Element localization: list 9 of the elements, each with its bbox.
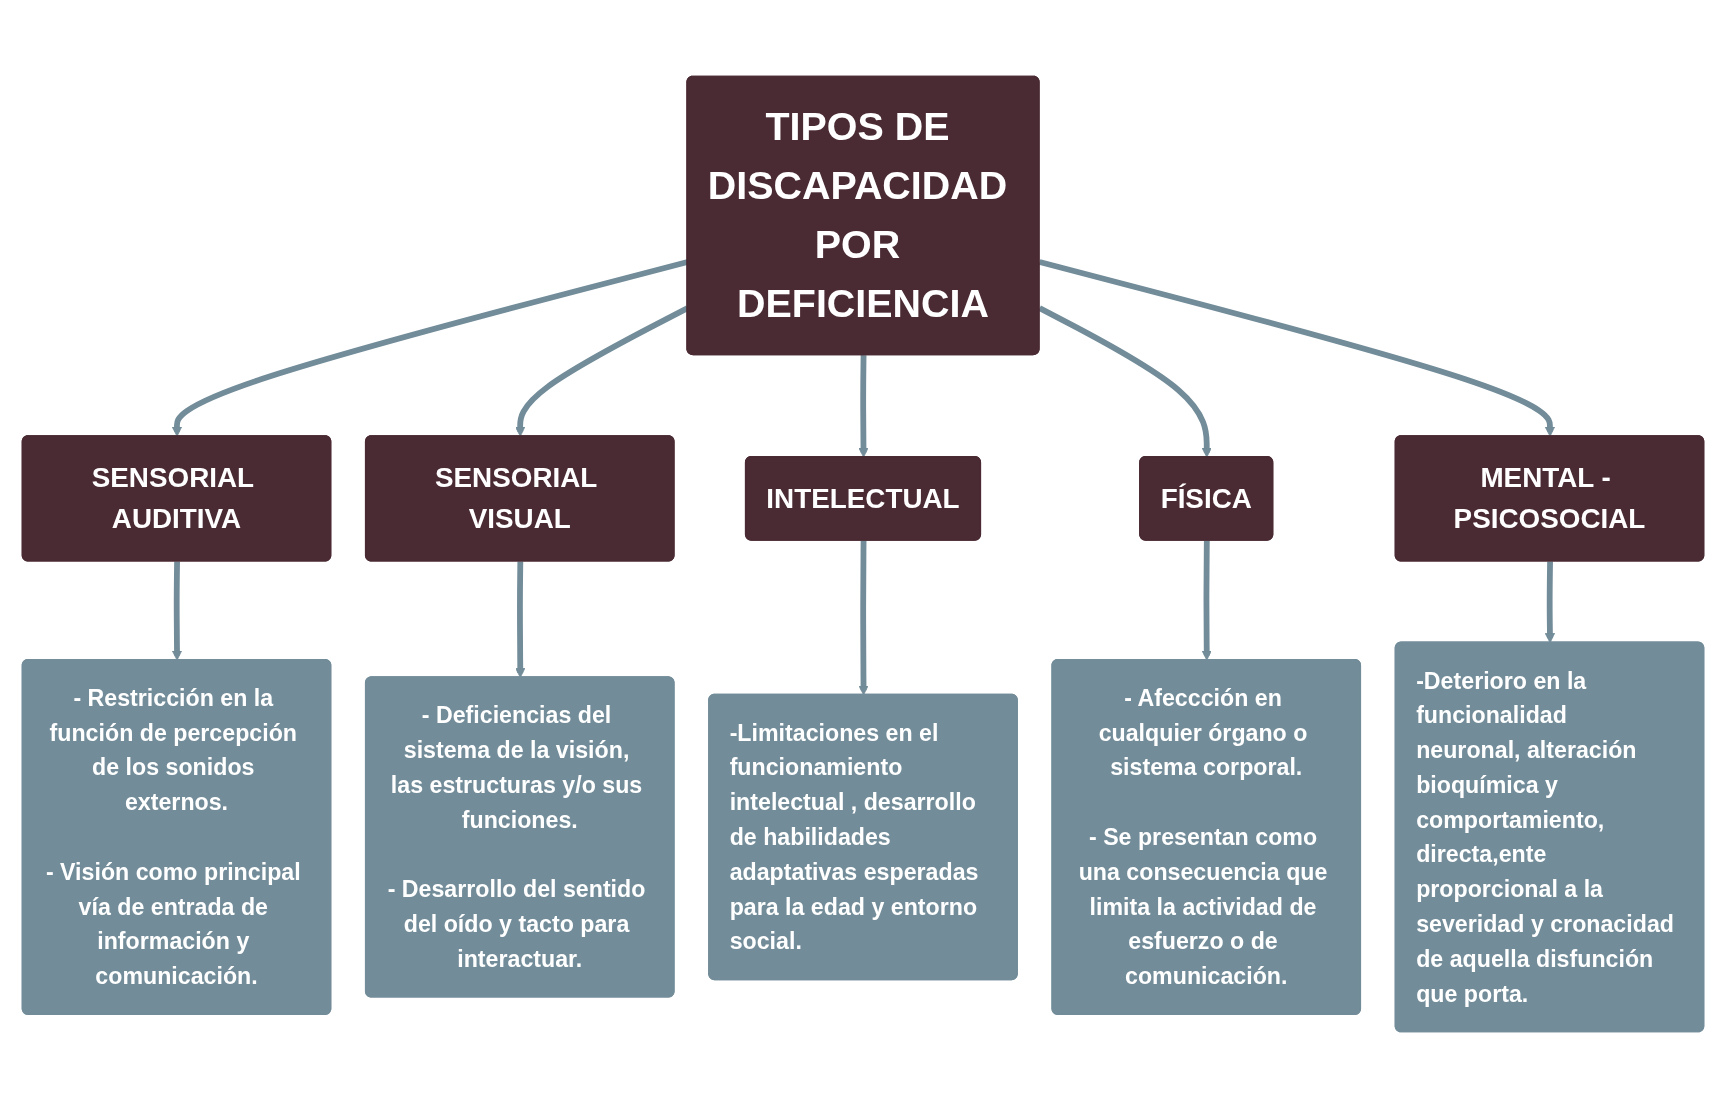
arrow bbox=[857, 540, 869, 696]
arrow bbox=[1544, 561, 1555, 644]
arrow bbox=[514, 305, 689, 437]
arrow bbox=[857, 355, 869, 458]
arrow bbox=[1038, 259, 1555, 437]
arrow bbox=[1201, 540, 1212, 661]
arrow bbox=[171, 259, 688, 437]
arrow bbox=[171, 561, 182, 661]
arrow bbox=[514, 561, 525, 678]
